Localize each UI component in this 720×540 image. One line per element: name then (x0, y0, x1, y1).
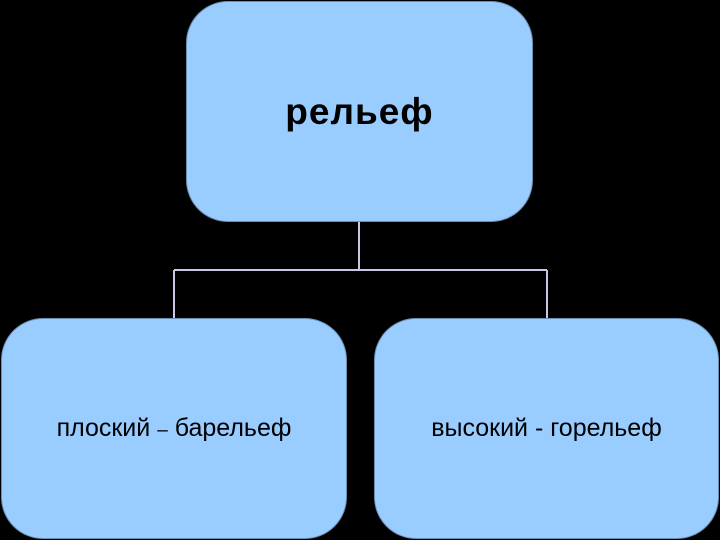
node-flat-relief-label: плоский – барельеф (56, 414, 292, 442)
node-high-relief-label: высокий - горельеф (431, 414, 662, 442)
node-root: рельеф (186, 1, 533, 222)
node-root-label: рельеф (285, 90, 434, 132)
node-flat-relief: плоский – барельеф (1, 318, 347, 539)
node-high-relief: высокий - горельеф (374, 318, 719, 539)
